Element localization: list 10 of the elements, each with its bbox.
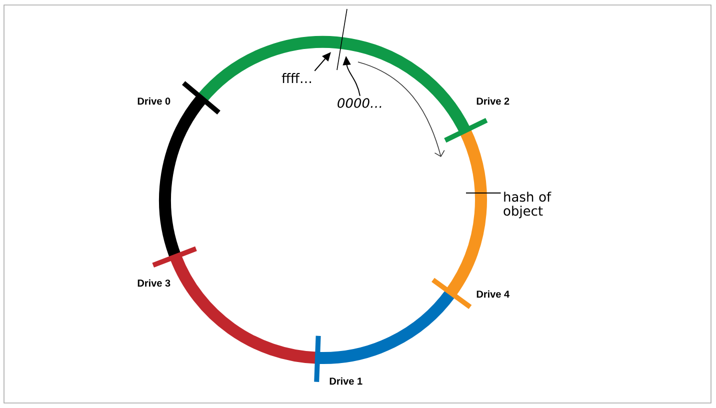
node-text: 0000…: [338, 98, 382, 108]
leader-line: [466, 192, 502, 194]
drive-label: Drive 3: [138, 279, 170, 287]
arrow: [314, 52, 331, 72]
drive-label: Drive 1: [330, 377, 362, 385]
drive-label: Drive 4: [476, 290, 510, 298]
drive-label: Drive 0: [138, 97, 170, 105]
drive-label: Drive 2: [476, 97, 510, 105]
node-text: ffff…: [282, 73, 311, 83]
node-text: hash of object: [504, 192, 552, 218]
